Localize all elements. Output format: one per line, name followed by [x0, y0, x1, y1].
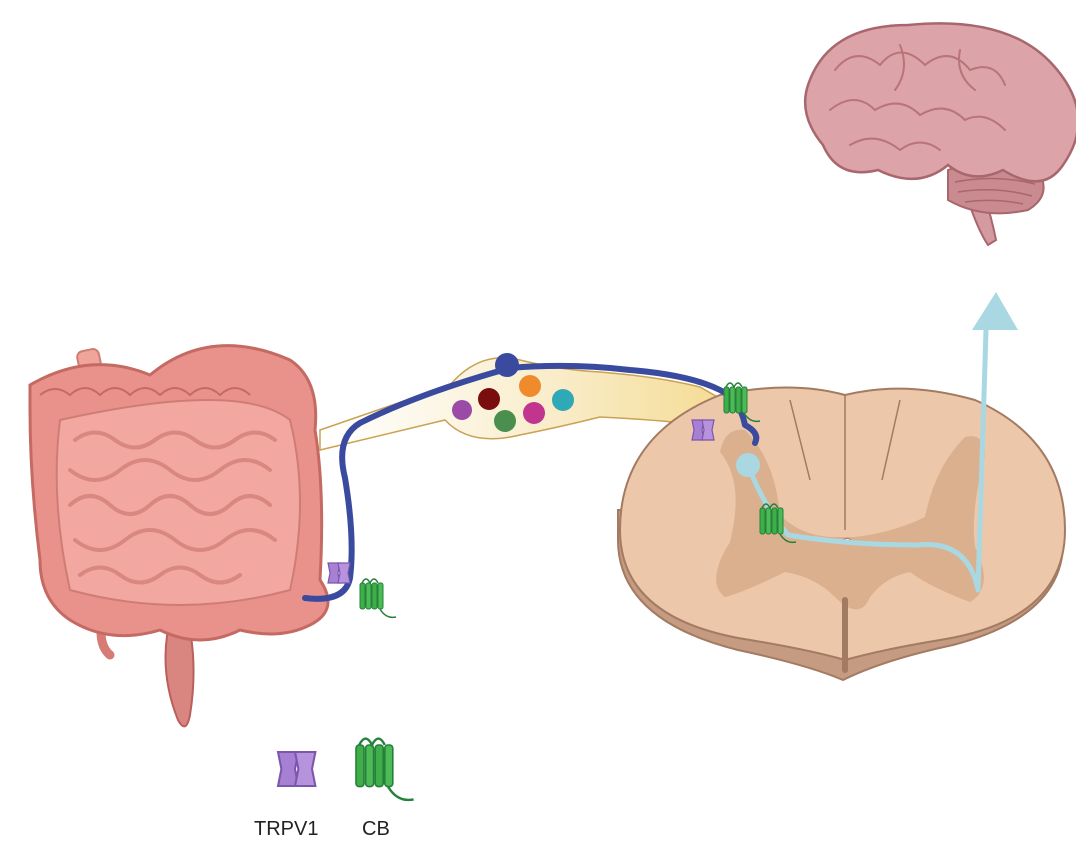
ganglion-cell [478, 388, 500, 410]
ascending-arrow-icon [972, 292, 1018, 330]
ganglion-cell [452, 400, 472, 420]
cerebrum [805, 23, 1076, 181]
brain-icon [805, 23, 1076, 245]
legend-label-trpv1: TRPV1 [254, 818, 318, 841]
spinal-cord-icon [618, 388, 1065, 681]
intestine-icon [30, 346, 328, 727]
legend-trpv1-icon [278, 752, 315, 786]
ganglion-cell [519, 375, 541, 397]
primary-neuron-soma [495, 353, 519, 377]
ganglion-cell [523, 402, 545, 424]
legend-cb-icon [356, 739, 414, 800]
legend [278, 739, 414, 800]
cb-receptor-icon [360, 579, 396, 617]
ganglion-cell [552, 389, 574, 411]
secondary-neuron-soma [736, 453, 760, 477]
legend-label-cb: CB [362, 818, 390, 841]
ganglion-cell [494, 410, 516, 432]
trpv1-channel-icon [328, 563, 350, 583]
